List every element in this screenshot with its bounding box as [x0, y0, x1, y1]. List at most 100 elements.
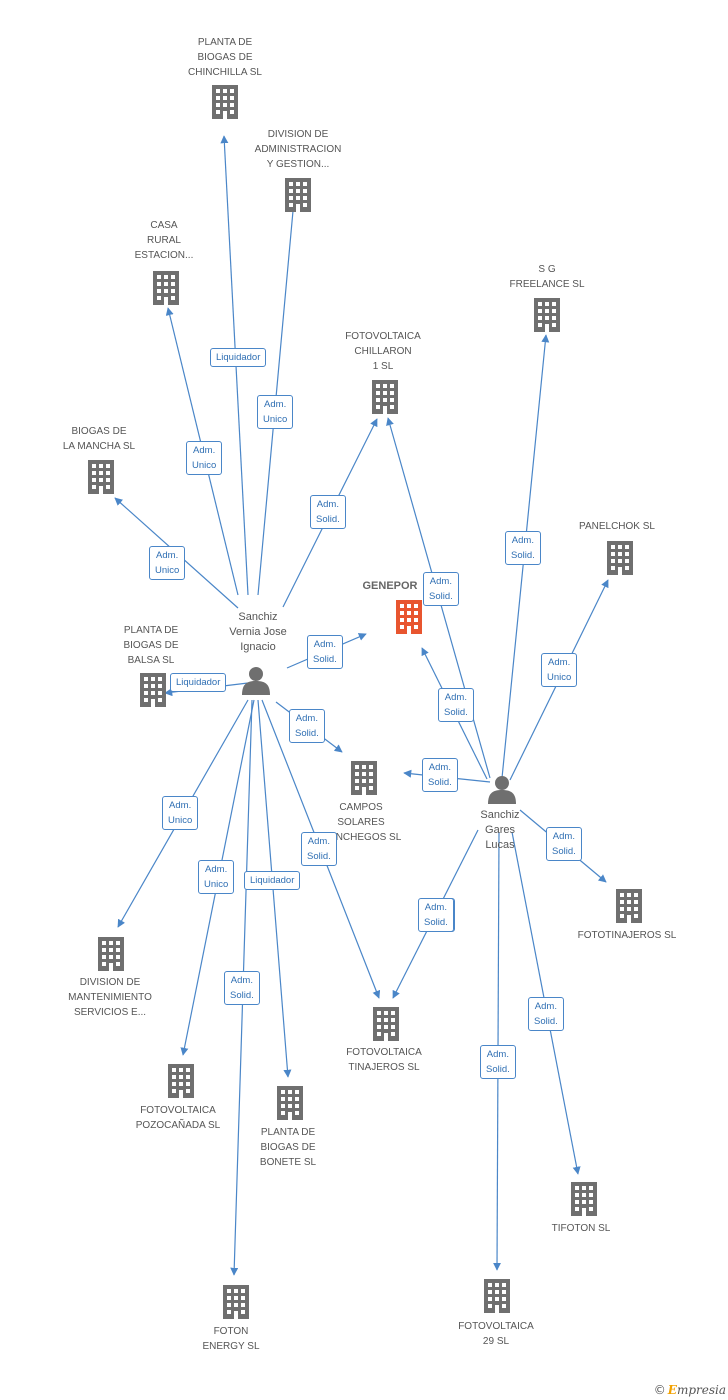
building-icon-c_tinajeros[interactable]	[373, 1007, 399, 1041]
role-badge-text: Adm.	[205, 864, 228, 875]
role-badge-b6[interactable]: Adm.Solid.	[423, 572, 459, 606]
footer-brand: ©Empresia	[654, 1383, 726, 1397]
building-icon-c_balsa[interactable]	[140, 673, 166, 707]
role-badge-b23[interactable]: Adm.Solid.	[418, 898, 454, 932]
role-badge-b14[interactable]: Adm.Unico	[541, 653, 578, 687]
role-badge-b16[interactable]: Adm.Unico	[198, 860, 235, 894]
company-label-c_foton-line: FOTON	[213, 1326, 249, 1337]
person-label-p1-line: Vernia Jose	[229, 626, 287, 638]
building-icon-c_pozocanada[interactable]	[168, 1064, 194, 1098]
company-label-c_casa_rural-line: ESTACION...	[134, 250, 194, 261]
role-badge-text: Adm.	[444, 692, 467, 703]
role-badge-b20[interactable]: Adm.Solid.	[224, 971, 260, 1005]
company-label-c_pozocanada-line: POZOCAÑADA SL	[135, 1120, 221, 1131]
person-icon-p1[interactable]	[242, 667, 270, 695]
role-badge-b13[interactable]: Adm.Solid.	[505, 531, 541, 565]
company-label-c_chillaron-line: 1 SL	[372, 361, 394, 372]
building-icon-c_biogas_mancha[interactable]	[88, 460, 114, 494]
building-icon-c_sg_freelance[interactable]	[534, 298, 560, 332]
company-label-c_balsa-line: PLANTA DE	[123, 625, 179, 636]
company-label-c_fototinajeros-line: FOTOTINAJEROS SL	[577, 930, 677, 941]
role-badge-b9[interactable]: Adm.Unico	[162, 796, 199, 830]
building-icon-c_division_mant[interactable]	[98, 937, 124, 971]
person-icon-p2[interactable]	[488, 776, 516, 804]
role-badge-b5[interactable]: Adm.Unico	[149, 546, 186, 580]
building-icon-c_panelchok[interactable]	[607, 541, 633, 575]
role-badge-text: Solid.	[230, 990, 254, 1001]
center-company-label[interactable]: GENEPOR	[362, 580, 418, 592]
role-badge-b22[interactable]: Adm. Solid.	[480, 1045, 516, 1079]
company-label-c_chinchilla-line: BIOGAS DE	[197, 52, 253, 63]
company-label-c_tifoton[interactable]: TIFOTON SL	[516, 1221, 646, 1236]
role-badge-b11[interactable]: Adm. Solid.	[438, 688, 474, 722]
role-badge-text: Adm.	[313, 639, 336, 650]
role-badge-b2[interactable]: Adm.Unico	[257, 395, 294, 429]
company-label-c_chillaron-line: CHILLARON	[354, 346, 412, 357]
company-label-c_division_mant-line: SERVICIOS E...	[73, 1007, 147, 1018]
company-label-c_bonete-line: BIOGAS DE	[260, 1142, 316, 1153]
role-badge-b15[interactable]: Adm.Solid.	[546, 827, 582, 861]
company-label-c_division_admin-line: ADMINISTRACION	[254, 144, 342, 155]
company-label-c_29-line: FOTOVOLTAICA	[458, 1321, 534, 1332]
company-label-c_division_mant-line: DIVISION DE	[79, 977, 141, 988]
company-label-c_fototinajeros[interactable]: FOTOTINAJEROS SL	[562, 928, 692, 943]
company-label-c_panelchok[interactable]: PANELCHOK SL	[552, 519, 682, 534]
company-label-c_chillaron[interactable]: FOTOVOLTAICA CHILLARON 1 SL	[318, 329, 448, 374]
role-badge-text: Liquidador	[176, 677, 221, 688]
brand-name: mpresia	[676, 1383, 726, 1397]
person-label-p2-line: Gares	[485, 824, 515, 836]
role-badge-b18[interactable]: Adm.Solid.	[301, 832, 337, 866]
role-badge-text: Solid.	[307, 851, 331, 862]
company-label-c_tinajeros-line: FOTOVOLTAICA	[346, 1047, 422, 1058]
role-badge-b7[interactable]: Adm.Solid.	[307, 635, 343, 669]
role-badge-text: Solid.	[444, 707, 468, 718]
building-icon-c_tifoton[interactable]	[571, 1182, 597, 1216]
role-badge-text: Adm.	[534, 1001, 557, 1012]
building-icon-c_chillaron[interactable]	[372, 380, 398, 414]
building-icon-c_division_admin[interactable]	[285, 178, 311, 212]
role-badge-text: Solid.	[486, 1064, 510, 1075]
company-label-c_chillaron-line: FOTOVOLTAICA	[345, 331, 421, 342]
building-icon-c_fototinajeros[interactable]	[616, 889, 642, 923]
building-icon-center[interactable]	[396, 600, 422, 634]
role-badge-b17[interactable]: Liquidador	[244, 871, 301, 890]
role-badge-text: Unico	[263, 414, 288, 425]
role-badge-text: Unico	[192, 460, 217, 471]
role-badge-b3[interactable]: Adm.Unico	[186, 441, 223, 475]
role-badge-b10[interactable]: Liquidador	[170, 673, 227, 692]
building-icon-c_campos[interactable]	[351, 761, 377, 795]
role-badge-b8[interactable]: Adm.Solid.	[289, 709, 325, 743]
person-label-p2-line: Lucas	[485, 839, 515, 851]
role-badge-text: Solid.	[428, 777, 452, 788]
company-label-c_bonete-line: BONETE SL	[259, 1157, 317, 1168]
building-icon-c_bonete[interactable]	[277, 1086, 303, 1120]
role-badge-b12[interactable]: Adm.Solid.	[422, 758, 458, 792]
building-icon-c_chinchilla[interactable]	[212, 85, 238, 119]
role-badge-b4[interactable]: Adm.Solid.	[310, 495, 346, 529]
role-badge-b1[interactable]: Liquidador	[210, 348, 267, 367]
building-icon-c_casa_rural[interactable]	[153, 271, 179, 305]
brand-initial: E	[667, 1383, 677, 1397]
role-badge-text: Liquidador	[250, 875, 295, 886]
building-icon-c_29[interactable]	[484, 1279, 510, 1313]
role-badge-text: Adm.	[486, 1049, 509, 1060]
building-icon-c_foton[interactable]	[223, 1285, 249, 1319]
role-badge-b21[interactable]: Adm.Solid.	[528, 997, 564, 1031]
role-badge-text: Unico	[155, 565, 180, 576]
